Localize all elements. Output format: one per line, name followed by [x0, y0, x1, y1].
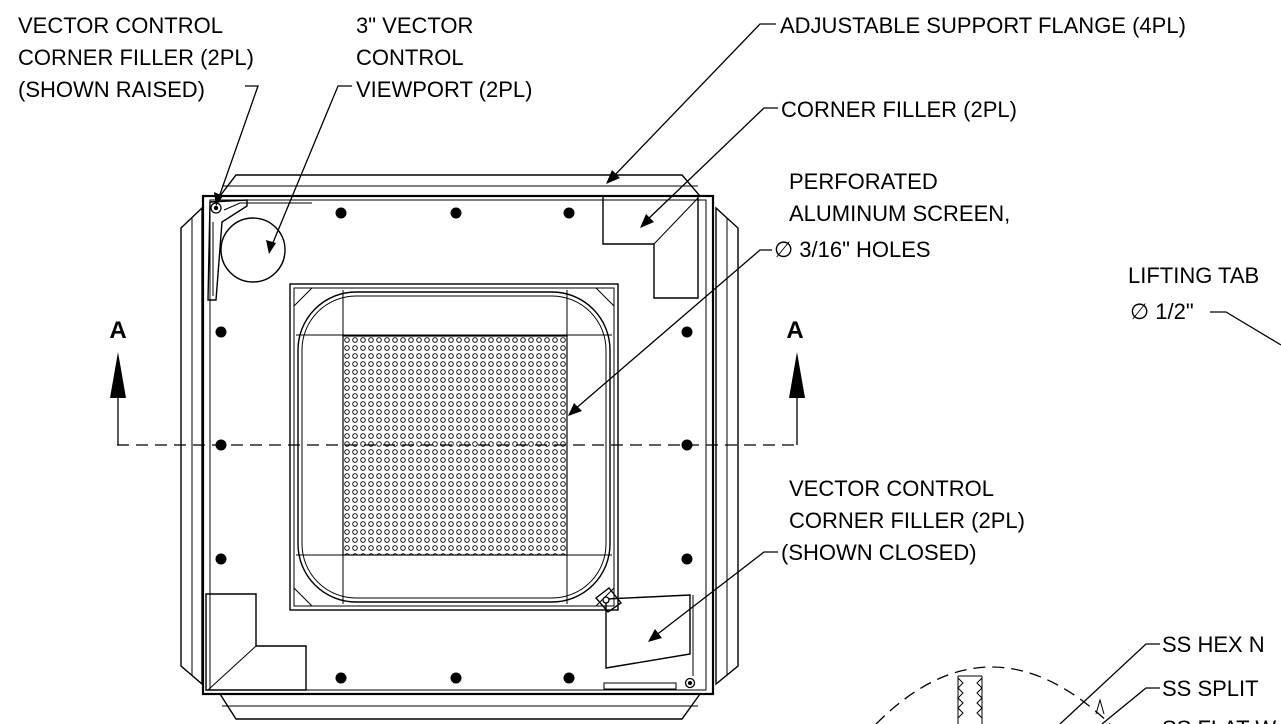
perforated-screen: [342, 335, 568, 556]
support-flange-right: [715, 206, 739, 686]
label-vc-filler-closed: VECTOR CONTROL CORNER FILLER (2PL) (SHOW…: [781, 476, 1031, 565]
label-corner-filler: CORNER FILLER (2PL): [781, 97, 1017, 122]
detail-view: [875, 666, 1111, 724]
vc-filler-raised-shape: [207, 199, 312, 301]
section-line-a: [110, 352, 805, 446]
corner-filler-top-right: [602, 195, 699, 299]
screen-assembly: [289, 283, 619, 611]
section-label-left: A: [109, 317, 126, 344]
mounting-holes: [215, 207, 693, 684]
vc-filler-closed-shape: [594, 587, 696, 690]
viewport-circle: [220, 217, 286, 283]
label-hex-nut: SS HEX N: [1162, 632, 1265, 657]
label-screen: PERFORATED ALUMINUM SCREEN, ∅ 3/16" HOLE…: [774, 169, 1016, 262]
leader-lines: [214, 23, 1281, 724]
label-support-flange: ADJUSTABLE SUPPORT FLANGE (4PL): [780, 13, 1186, 38]
label-vc-filler-raised: VECTOR CONTROL CORNER FILLER (2PL) (SHOW…: [18, 13, 260, 102]
corner-filler-bottom-left: [205, 593, 307, 691]
label-viewport: 3" VECTOR CONTROL VIEWPORT (2PL): [356, 13, 532, 102]
section-label-right: A: [786, 317, 803, 344]
label-flat-washer: SS FLAT W: [1162, 716, 1276, 724]
label-lifting-tab: LIFTING TAB ∅ 1/2": [1128, 263, 1265, 324]
label-split-washer: SS SPLIT: [1162, 676, 1259, 701]
